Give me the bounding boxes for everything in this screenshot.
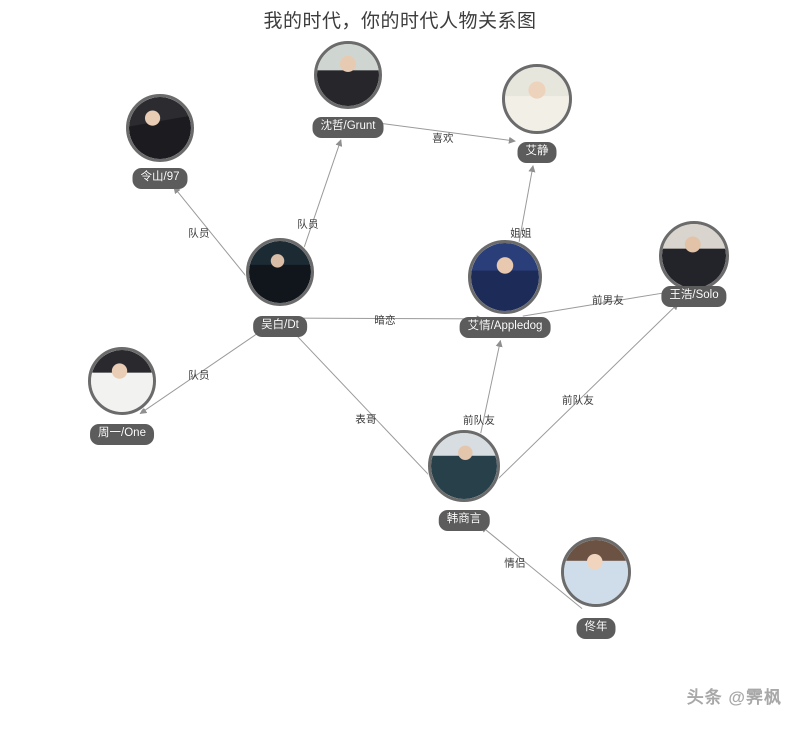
- edge-label-hanshangyan-to-aiqing: 前队友: [462, 414, 496, 427]
- portrait-image: [91, 350, 153, 412]
- edge-label-wubai-to-aiqing: 暗恋: [374, 314, 396, 327]
- portrait-image: [662, 224, 726, 288]
- portrait-image: [129, 97, 191, 159]
- avatar-aijing[interactable]: [502, 64, 572, 134]
- avatar-zhouyi[interactable]: [88, 347, 156, 415]
- portrait-image: [505, 67, 569, 131]
- edge-label-aiqing-to-aijing: 姐姐: [510, 227, 532, 240]
- page-title: 我的时代，你的时代人物关系图: [263, 11, 537, 32]
- avatar-lingshan[interactable]: [126, 94, 194, 162]
- node-label-aijing: 艾静: [517, 142, 557, 163]
- avatar-aiqing[interactable]: [468, 240, 542, 314]
- edge-label-shenzhe-to-aijing: 喜欢: [432, 132, 454, 145]
- avatar-shenzhe[interactable]: [314, 41, 382, 109]
- portrait-image: [471, 243, 539, 311]
- portrait-image: [564, 540, 628, 604]
- edge-label-tongnian-to-hanshangyan: 情侣: [504, 557, 526, 570]
- portrait-image: [431, 433, 497, 499]
- avatar-tongnian[interactable]: [561, 537, 631, 607]
- edge-label-hanshangyan-to-wanghao: 前队友: [561, 394, 595, 407]
- avatar-wubai[interactable]: [246, 238, 314, 306]
- node-label-shenzhe: 沈哲/Grunt: [312, 117, 384, 138]
- edge-label-aiqing-to-wanghao: 前男友: [591, 294, 625, 307]
- node-label-lingshan: 令山/97: [132, 168, 188, 189]
- node-label-tongnian: 佟年: [576, 618, 616, 639]
- edge-label-wubai-to-lingshan: 队员: [188, 227, 210, 240]
- node-label-zhouyi: 周一/One: [90, 424, 154, 445]
- node-label-wubai: 吴白/Dt: [253, 316, 307, 337]
- watermark: 头条 @霁枫: [686, 688, 782, 707]
- avatar-hanshangyan[interactable]: [428, 430, 500, 502]
- portrait-image: [249, 241, 311, 303]
- avatar-wanghao[interactable]: [659, 221, 729, 291]
- node-label-wanghao: 王浩/Solo: [661, 286, 727, 307]
- node-label-aiqing: 艾情/Appledog: [459, 317, 551, 338]
- node-label-hanshangyan: 韩商言: [438, 510, 490, 531]
- edge-label-wubai-to-zhouyi: 队员: [188, 369, 210, 382]
- portrait-image: [317, 44, 379, 106]
- edge-label-wubai-to-hanshangyan: 表哥: [355, 413, 377, 426]
- edge-label-wubai-to-shenzhe: 队员: [297, 218, 319, 231]
